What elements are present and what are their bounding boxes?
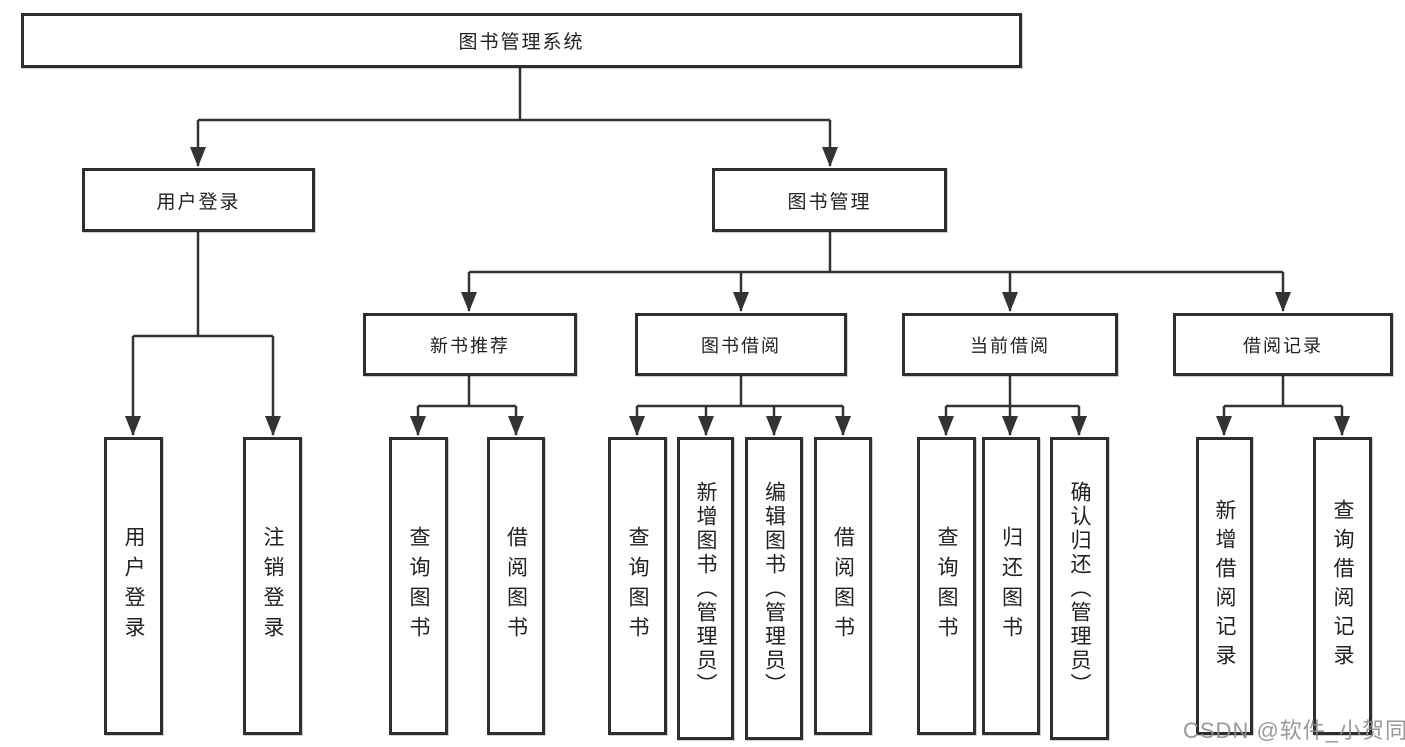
node-book-borrow: 图书借阅 [635, 313, 847, 376]
leaf-br-query-record: 查询借阅记录 [1313, 437, 1372, 735]
node-user-login: 用户登录 [82, 168, 315, 232]
leaf-cb-return-books: 归还图书 [982, 437, 1040, 735]
leaf-bb-borrow-books: 借阅图书 [814, 437, 872, 735]
node-current-borrow: 当前借阅 [902, 313, 1118, 376]
leaf-nbr-query-books: 查询图书 [389, 437, 448, 735]
leaf-cb-confirm-return-admin: 确认归还（管理员） [1050, 437, 1109, 740]
leaf-bb-add-books-admin: 新增图书（管理员） [677, 437, 734, 740]
leaf-nbr-borrow-books: 借阅图书 [487, 437, 545, 735]
leaf-bb-query-books: 查询图书 [608, 437, 667, 735]
leaf-logout: 注销登录 [243, 437, 302, 735]
node-root: 图书管理系统 [21, 13, 1022, 68]
leaf-br-add-record: 新增借阅记录 [1196, 437, 1253, 735]
edge-group [125, 68, 1350, 436]
leaf-cb-query-books: 查询图书 [917, 437, 976, 735]
node-new-book-recommend: 新书推荐 [363, 313, 577, 376]
leaf-user-login: 用户登录 [104, 437, 163, 735]
leaf-bb-edit-books-admin: 编辑图书（管理员） [745, 437, 803, 740]
node-borrow-records: 借阅记录 [1173, 313, 1393, 376]
csdn-watermark: CSDN @软件_小贺同学 [1183, 718, 1405, 743]
node-book-management: 图书管理 [712, 168, 947, 232]
